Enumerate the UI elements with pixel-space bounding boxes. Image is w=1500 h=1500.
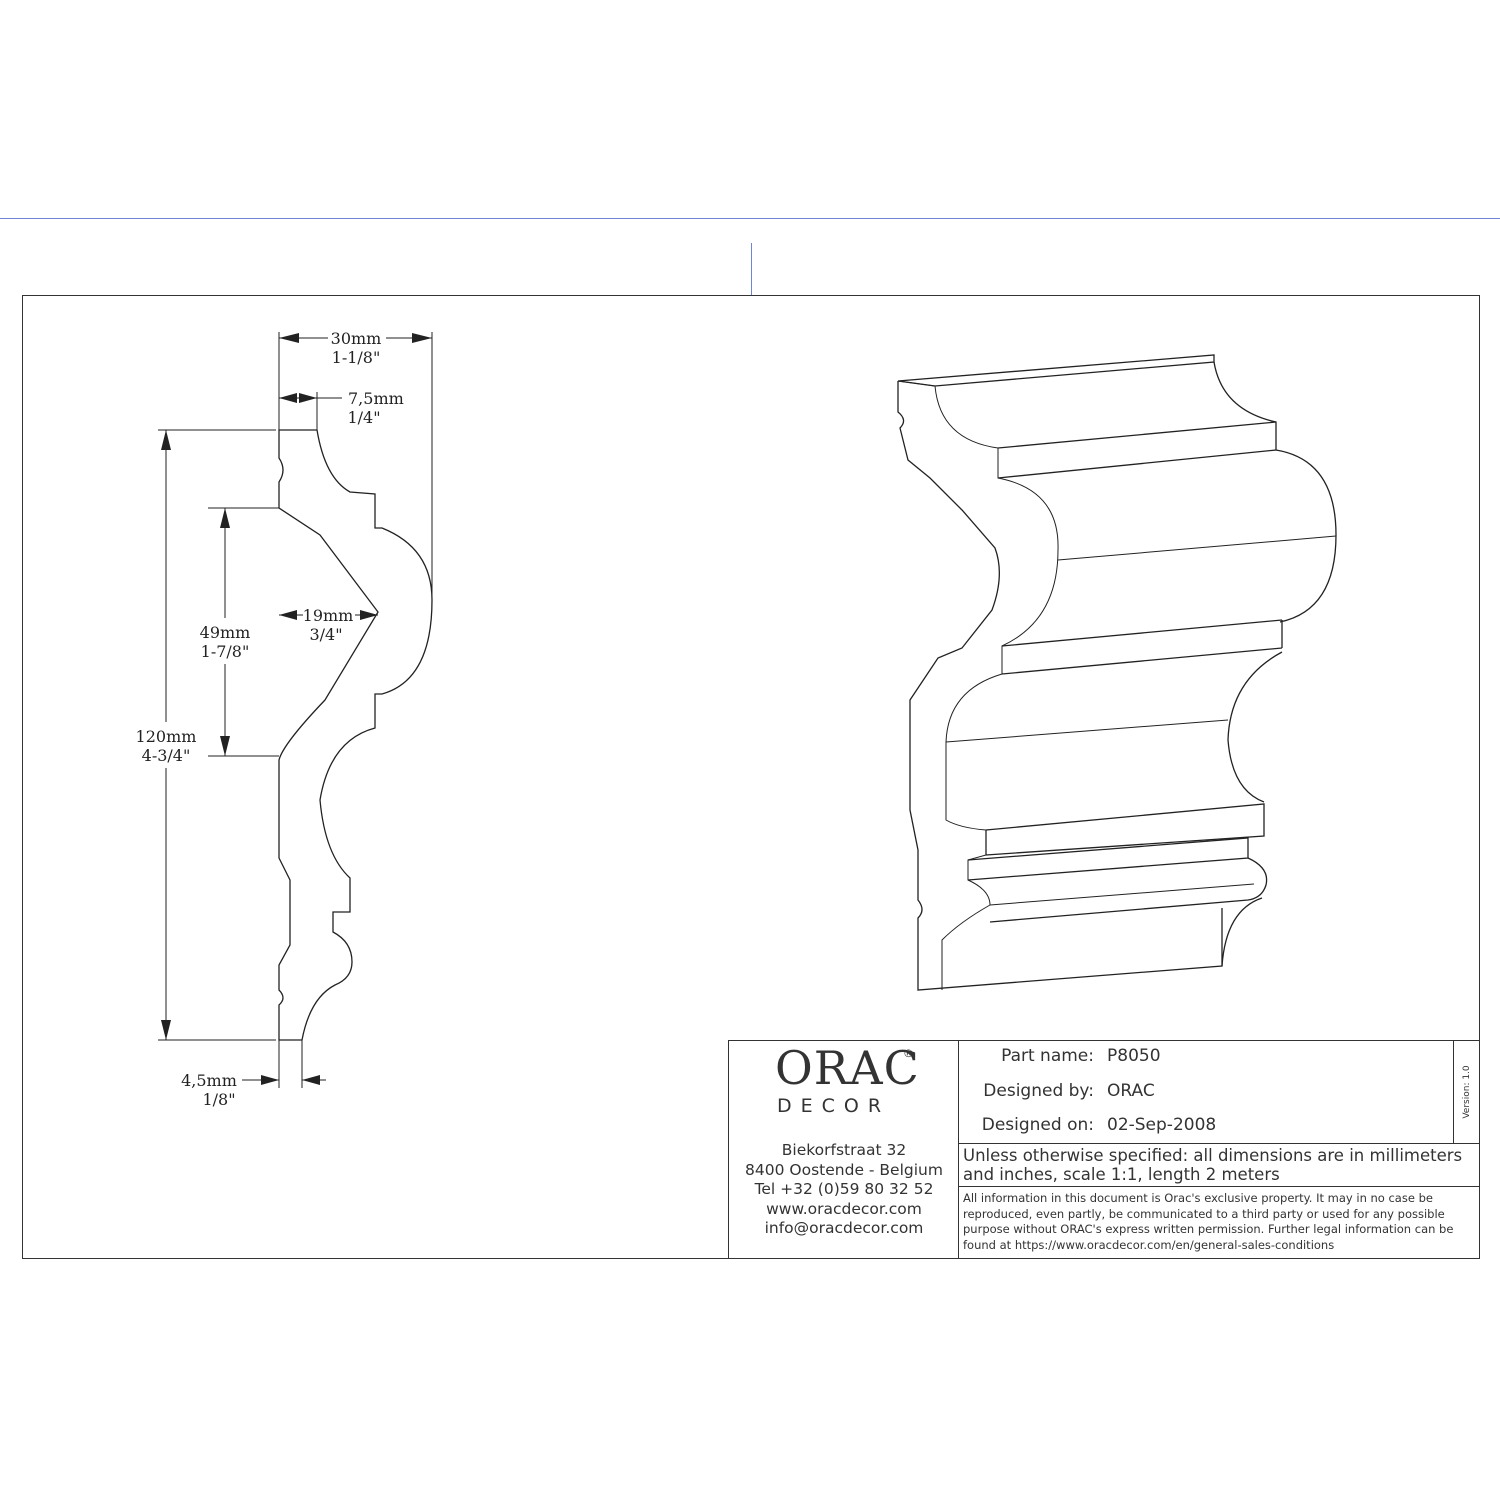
- dim-bottom-lip-mm: 4,5mm: [181, 1071, 237, 1090]
- dimension-mid-height: 49mm 1-7/8": [200, 507, 279, 757]
- perspective-view: [897, 354, 1337, 991]
- title-block-info: Part name: P8050 Designed by: ORAC Desig…: [959, 1041, 1479, 1258]
- logo-cell: ORAC ® DECOR Biekorfstraat 32 8400 Ooste…: [729, 1041, 959, 1258]
- dim-total-height-mm: 120mm: [136, 727, 197, 746]
- dimension-bottom-lip: 4,5mm 1/8": [181, 1040, 326, 1109]
- designed-by-label: Designed by:: [983, 1081, 1094, 1101]
- dimension-total-height: 120mm 4-3/4": [136, 429, 276, 1041]
- dim-mid-height-inch: 1-7/8": [201, 642, 250, 661]
- dim-total-height-inch: 4-3/4": [142, 746, 191, 765]
- guide-line-horizontal: [0, 218, 1500, 219]
- version-label: Version: 1.0: [1461, 1065, 1472, 1119]
- company-address: Biekorfstraat 32 8400 Oostende - Belgium…: [729, 1141, 959, 1239]
- designed-on-label: Designed on:: [981, 1115, 1094, 1135]
- dim-top-lip-inch: 1/4": [347, 408, 380, 427]
- address-city: 8400 Oostende - Belgium: [745, 1160, 943, 1179]
- designed-on-value: 02-Sep-2008: [1107, 1115, 1217, 1135]
- dim-inner-depth-mm: 19mm: [303, 606, 354, 625]
- designed-on-row: Designed on: 02-Sep-2008: [959, 1115, 1449, 1139]
- dim-mid-height-mm: 49mm: [200, 623, 251, 642]
- address-street: Biekorfstraat 32: [781, 1141, 907, 1159]
- address-website: www.oracdecor.com: [766, 1199, 922, 1218]
- dim-width-total-mm: 30mm: [331, 329, 382, 348]
- version-cell: Version: 1.0: [1453, 1041, 1479, 1143]
- part-name-row: Part name: P8050: [959, 1046, 1449, 1070]
- designed-by-value: ORAC: [1107, 1081, 1155, 1101]
- dim-bottom-lip-inch: 1/8": [202, 1090, 235, 1109]
- dimension-top-lip: 7,5mm 1/4": [279, 389, 404, 430]
- part-name-value: P8050: [1107, 1046, 1161, 1066]
- dim-width-total-inch: 1-1/8": [332, 348, 381, 367]
- orac-logo: ORAC: [775, 1041, 920, 1095]
- decor-logo-text: DECOR: [777, 1095, 891, 1117]
- dim-inner-depth-inch: 3/4": [309, 625, 342, 644]
- part-info-fields: Part name: P8050 Designed by: ORAC Desig…: [959, 1041, 1453, 1143]
- title-block: ORAC ® DECOR Biekorfstraat 32 8400 Ooste…: [728, 1040, 1480, 1259]
- guide-line-vertical: [751, 243, 752, 295]
- dimension-inner-depth: 19mm 3/4": [279, 606, 378, 644]
- address-phone: Tel +32 (0)59 80 32 52: [754, 1180, 934, 1198]
- registered-mark: ®: [903, 1047, 914, 1060]
- profile-cross-section: [278, 429, 433, 1041]
- dim-top-lip-mm: 7,5mm: [348, 389, 404, 408]
- dimension-width-total: 30mm 1-1/8": [278, 329, 433, 600]
- legal-note: All information in this document is Orac…: [963, 1191, 1454, 1252]
- address-email: info@oracdecor.com: [764, 1219, 924, 1237]
- units-note: Unless otherwise specified: all dimensio…: [959, 1143, 1479, 1187]
- part-name-label: Part name:: [1001, 1046, 1094, 1066]
- designed-by-row: Designed by: ORAC: [959, 1081, 1449, 1105]
